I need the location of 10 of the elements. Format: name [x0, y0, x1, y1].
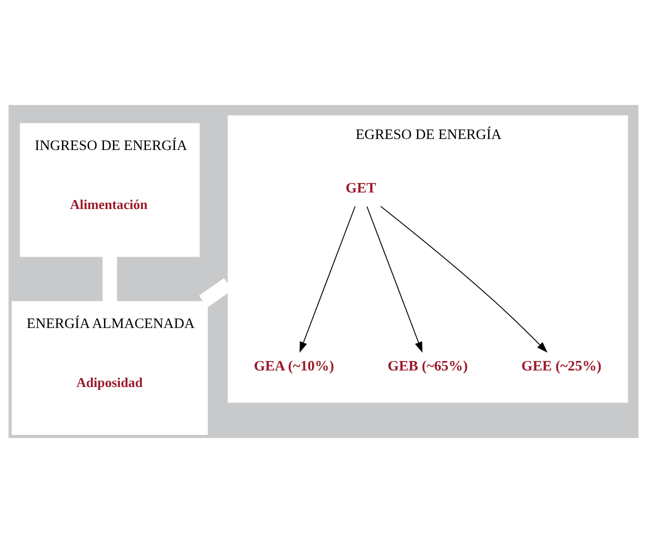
node-text: GET [346, 180, 376, 196]
node-box: INGRESO DE ENERGÍA Alimentación [20, 123, 200, 257]
node-text: GEA (~10%) [254, 358, 334, 374]
arrow [366, 206, 422, 353]
node-text: GEE (~25%) [521, 358, 602, 374]
arrow [300, 206, 356, 353]
node-box: ENERGÍA ALMACENADA Adiposidad [12, 301, 208, 435]
node-text: GEB (~65%) [388, 358, 468, 374]
arrow [380, 206, 548, 353]
connector [102, 256, 118, 302]
